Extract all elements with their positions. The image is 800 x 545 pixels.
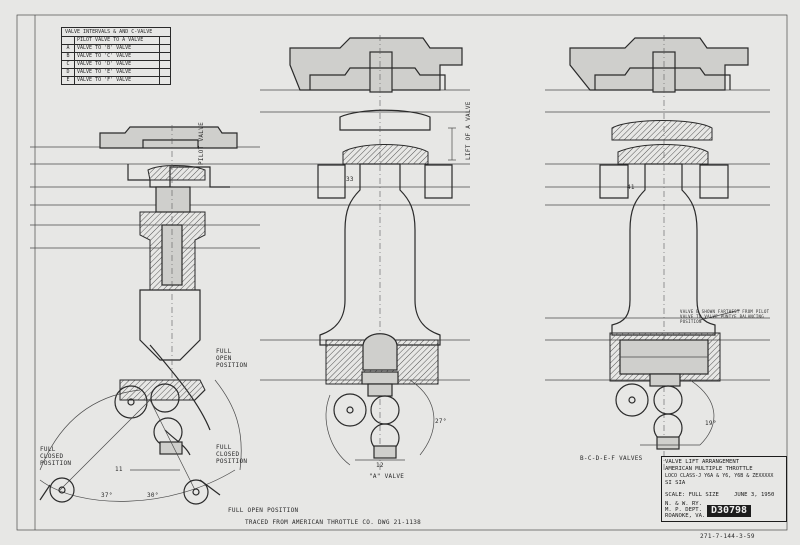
company-line-1: N. & W. RY. [665,501,703,507]
bcdef-valve-view [545,35,770,470]
sheet-border [16,14,788,531]
title-line-2: AMERICAN MULTIPLE THROTTLE [665,466,753,472]
full-closed-right-label: FULL CLOSED POSITION [216,444,248,465]
valve-note: VALVE B SHOWN FARTHEST FROM PILOT VALVE … [680,309,770,324]
pilot-valve-view [30,125,260,505]
dim-41: 41 [627,184,635,191]
dim-30: 30° [147,492,159,499]
title-line-4: SI SIA [665,480,686,486]
a-valve-view [260,35,470,470]
margin-note: 271-7-144-3-59 [700,533,755,540]
dim-37: 37° [101,492,113,499]
lift-of-a-valve-label: LIFT OF A VALVE [465,101,472,160]
table-row: PILOT VALVE TO A VALVE [62,37,170,45]
dim-27: 27° [435,418,447,425]
valve-interval-table: VALVE INTERVALS & AND C-VALVE PILOT VALV… [61,27,171,85]
city-label: ROANOKE, VA. [665,513,706,519]
full-open-bottom-label: FULL OPEN POSITION [228,507,299,514]
a-valve-label: "A" VALVE [369,473,405,480]
title-line-3: LOCO CLASS-J Y6A & Y6, Y6B & ZEXXXXX [665,473,774,479]
title-block: VALVE LIFT ARRANGEMENT AMERICAN MULTIPLE… [661,456,787,522]
title-line-1: VALVE LIFT ARRANGEMENT [665,459,740,465]
traced-from-note: TRACED FROM AMERICAN THROTTLE CO. DWG 21… [245,519,422,526]
scale-label: SCALE: FULL SIZE [665,492,719,498]
dim-12: 12 [376,462,384,469]
dim-33: 33 [346,176,354,183]
drawing-number: D30798 [707,505,751,517]
pilot-valve-label: PILOT VALVE [198,121,205,165]
table-title: VALVE INTERVALS & AND C-VALVE [62,28,170,37]
dim-11: 11 [115,466,123,473]
full-open-label: FULL OPEN POSITION [216,348,248,369]
bcdef-valves-label: B-C-D-E-F VALVES [580,455,643,462]
date-label: JUNE 3, 1950 [734,492,775,498]
dim-19: 19° [705,420,717,427]
full-closed-left-label: FULL CLOSED POSITION [40,446,72,467]
company-line-2: M. P. DEPT. [665,507,703,513]
